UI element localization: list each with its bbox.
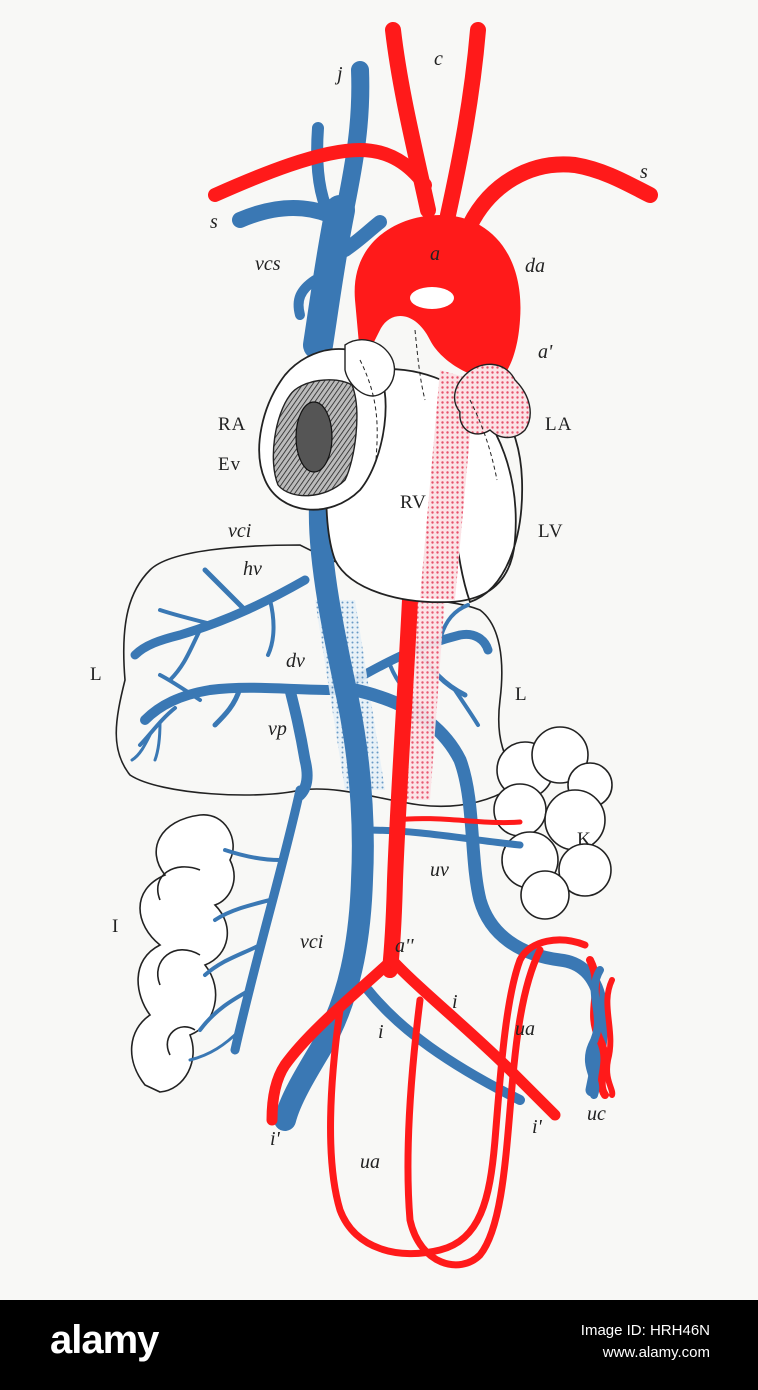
hepatic-vein-tree [130, 567, 493, 801]
label-a-double-prime: a'' [395, 935, 414, 957]
label-RV: RV [400, 492, 427, 513]
image-id-block: Image ID: HRH46N www.alamy.com [581, 1320, 710, 1364]
label-s-left: s [210, 211, 218, 233]
label-j: j [334, 63, 343, 85]
blood-flow-arrows [359, 329, 498, 481]
label-ua-right: ua [515, 1018, 535, 1040]
aorta-bifurcation-right [386, 954, 561, 1121]
mesenteric-veins [188, 785, 305, 1062]
auricle-right [344, 339, 396, 397]
renal-artery [392, 816, 523, 826]
azygos-stub [338, 215, 387, 257]
label-i-prime-left: i' [270, 1128, 281, 1150]
renal-vein [361, 826, 524, 849]
left-subclavian-artery [208, 142, 432, 202]
foramen-ovale [295, 401, 333, 473]
label-a-prime: a' [538, 341, 553, 363]
label-i-right: i [452, 991, 458, 1013]
label-ua-bottom: ua [360, 1151, 380, 1173]
label-Ev: Ev [218, 454, 241, 475]
left-atrium [453, 363, 531, 439]
fetal-circulation-diagram: j c s s vcs a da a' RA LA Ev RV LV vci h… [90, 22, 658, 1269]
intestine [130, 814, 235, 1093]
watermark-banner: alamy Image ID: HRH46N www.alamy.com [0, 1300, 758, 1390]
inferior-vena-cava [274, 494, 374, 1131]
label-vci-upper: vci [228, 520, 251, 542]
label-I: I [112, 916, 119, 937]
label-L-right: L [515, 684, 528, 705]
figure-labels: j c s s vcs a da a' RA LA Ev RV LV vci h… [90, 48, 648, 1173]
label-s-right: s [640, 161, 648, 183]
label-hv: hv [243, 558, 262, 580]
label-LV: LV [538, 521, 564, 542]
svc-branch [293, 275, 320, 320]
label-uc: uc [587, 1103, 606, 1125]
pulmonary-flow-band [420, 370, 475, 600]
aorta-bifurcation-left [266, 954, 398, 1126]
label-dv: dv [286, 650, 305, 672]
label-K: K [577, 829, 592, 850]
label-i-left: i [378, 1021, 384, 1043]
label-RA: RA [218, 414, 246, 435]
label-vp: vp [268, 718, 287, 740]
descending-aorta [382, 592, 418, 978]
label-da: da [525, 255, 545, 277]
subclavian-vein [232, 200, 338, 228]
label-vci-lower: vci [300, 931, 323, 953]
umbilical-cord [584, 956, 616, 1099]
label-vcs: vcs [255, 253, 281, 275]
label-uv: uv [430, 859, 449, 881]
carotid-artery-right [440, 22, 486, 223]
label-i-prime-right: i' [532, 1116, 543, 1138]
image-id-text: Image ID: HRH46N [580, 1322, 710, 1339]
label-c: c [434, 48, 443, 70]
umbilical-vein [348, 683, 609, 1097]
alamy-logo: alamy [50, 1318, 159, 1362]
superior-vena-cava [303, 195, 355, 360]
umbilical-arteries [327, 936, 589, 1269]
aortic-arch-window [410, 287, 454, 309]
right-subclavian-artery [462, 156, 658, 233]
carotid-artery-left [385, 22, 436, 218]
label-a: a [430, 243, 440, 265]
site-url: www.alamy.com [602, 1344, 710, 1361]
liver-outline [115, 544, 522, 808]
label-LA: LA [545, 414, 572, 435]
jugular-vein [336, 61, 370, 219]
label-L-left: L [90, 664, 103, 685]
